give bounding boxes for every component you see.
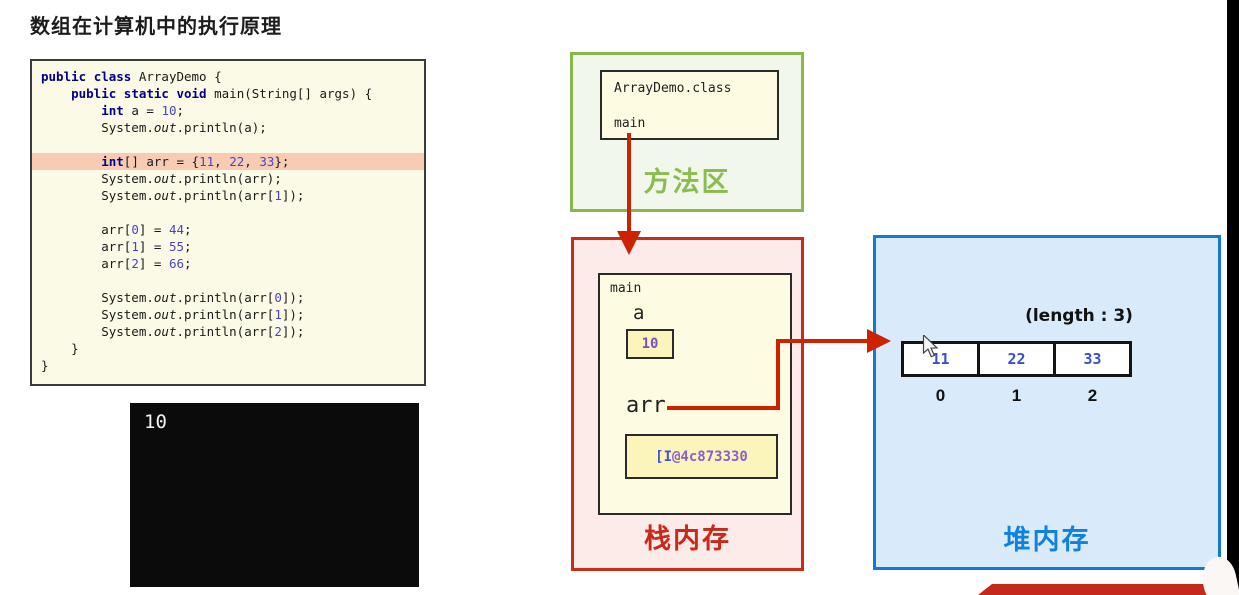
array-cell: 22 [977, 341, 1056, 377]
stack-memory-label: 栈内存 [644, 524, 731, 554]
code-line: arr[0] = 44; [41, 222, 192, 237]
code-line: System.out.println(arr[2]); [41, 324, 305, 339]
array-cell: 11 [901, 341, 980, 377]
class-name: ArrayDemo.class [614, 81, 732, 96]
array-index: 0 [935, 386, 946, 405]
code-line: System.out.println(arr); [41, 171, 282, 186]
code-line: public class ArrayDemo { [41, 69, 222, 84]
code-line: int a = 10; [101, 103, 185, 118]
array-ref-prefix: [I [655, 449, 672, 465]
page-title: 数组在计算机中的执行原理 [30, 16, 282, 38]
stack-memory-box: main a 10 arr [I@4c873330 栈内存 [571, 237, 804, 571]
array-indices: 0 1 2 [901, 386, 1132, 406]
bottom-banner [978, 584, 1228, 595]
variable-a-name: a [633, 302, 645, 324]
code-line: System.out.println(a); [41, 120, 267, 135]
method-area-box: ArrayDemo.class main 方法区 [570, 52, 804, 212]
heap-memory-label: 堆内存 [1003, 525, 1091, 555]
code-line [41, 204, 424, 221]
code-line [41, 136, 424, 153]
code-line: } [41, 358, 49, 373]
code-line: arr[1] = 55; [41, 239, 192, 254]
code-line: } [41, 341, 79, 356]
console-output-panel: 10 [130, 403, 419, 587]
class-file-box: ArrayDemo.class main [600, 70, 779, 140]
code-line: System.out.println(arr[0]); [41, 290, 305, 305]
array-index: 2 [1087, 386, 1098, 405]
code-editor: public class ArrayDemo { public static v… [30, 59, 426, 386]
array-length-label: (length : 3) [1025, 306, 1133, 326]
video-edge-bar [1227, 0, 1239, 595]
code-line [41, 272, 424, 289]
array-cell: 33 [1053, 341, 1132, 377]
method-area-label: 方法区 [643, 167, 731, 197]
code-line: System.out.println(arr[1]); [41, 307, 305, 322]
array-ref-suffix: @4c873330 [672, 449, 748, 465]
method-name: main [614, 116, 646, 131]
code-line: int[] arr = {11, 22, 33}; [32, 153, 424, 170]
console-output-text: 10 [144, 411, 167, 433]
variable-a-value-box: 10 [626, 329, 674, 359]
array-reference-box: [I@4c873330 [625, 434, 778, 479]
stack-frame-name: main [610, 281, 642, 296]
stack-frame: main a 10 arr [I@4c873330 [598, 273, 792, 515]
code-line: public static void main(String[] args) { [71, 86, 373, 101]
code-line: System.out.println(arr[1]); [41, 188, 305, 203]
variable-arr-name: arr [626, 393, 666, 418]
array-index: 1 [1011, 386, 1022, 405]
code-line: arr[2] = 66; [41, 256, 192, 271]
code-lines: public class ArrayDemo { public static v… [32, 68, 424, 374]
